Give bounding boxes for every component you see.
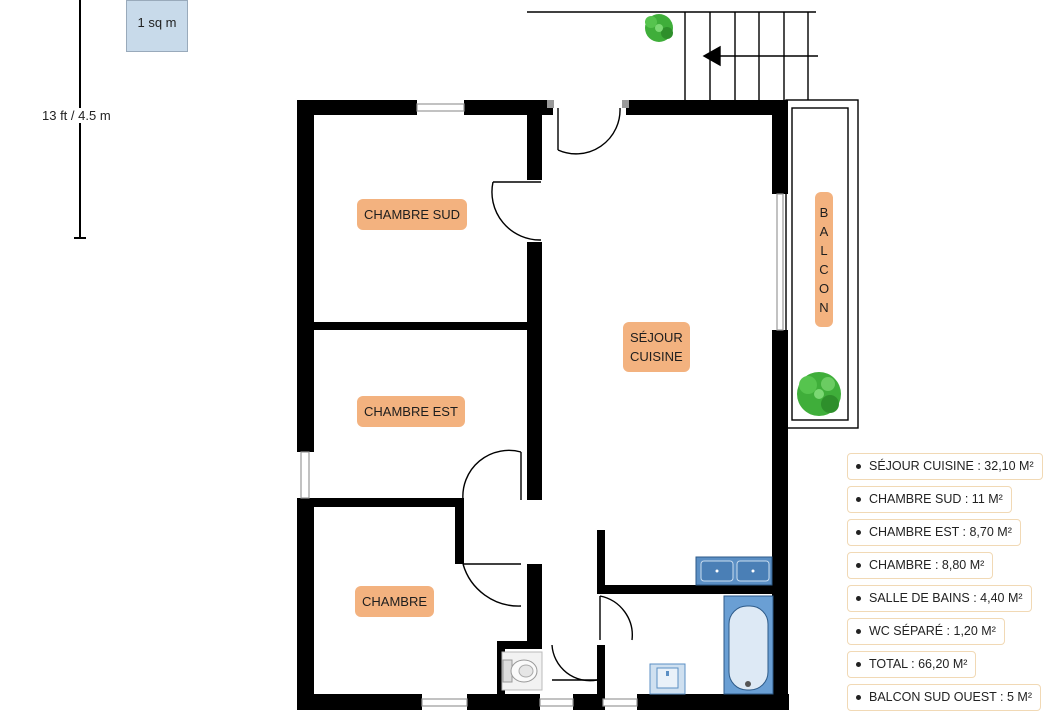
windows — [300, 103, 784, 707]
legend-item: CHAMBRE EST : 8,70 M² — [847, 519, 1021, 546]
bullet-icon — [856, 530, 861, 535]
toilet — [501, 651, 543, 691]
washbasin — [649, 663, 686, 695]
legend-item: CHAMBRE SUD : 11 M² — [847, 486, 1012, 513]
legend-text: SALLE DE BAINS : 4,40 M² — [869, 591, 1023, 605]
balcon-letter: B — [819, 204, 829, 220]
bullet-icon — [856, 695, 861, 700]
balcony-railing — [785, 99, 859, 429]
legend-text: CHAMBRE SUD : 11 M² — [869, 492, 1003, 506]
sejour-line-1: SÉJOUR — [630, 330, 683, 345]
walls — [297, 100, 789, 710]
scale-area-box: 1 sq m — [126, 0, 188, 52]
legend-item: WC SÉPARÉ : 1,20 M² — [847, 618, 1005, 645]
scale-length-label: 13 ft / 4.5 m — [40, 108, 113, 123]
bathroom-vanity — [695, 556, 773, 586]
bullet-icon — [856, 464, 861, 469]
legend-item: SALLE DE BAINS : 4,40 M² — [847, 585, 1032, 612]
bullet-icon — [856, 596, 861, 601]
balcon-letter: O — [818, 280, 830, 296]
room-label-balcon: B A L C O N — [815, 192, 833, 327]
legend-item: BALCON SUD OUEST : 5 M² — [847, 684, 1041, 711]
balcon-letter: N — [819, 299, 829, 315]
legend-item: SÉJOUR CUISINE : 32,10 M² — [847, 453, 1043, 480]
entry-jamb-right — [622, 100, 629, 108]
bullet-icon — [856, 629, 861, 634]
legend-item: CHAMBRE : 8,80 M² — [847, 552, 994, 579]
balcon-letter: A — [819, 223, 829, 239]
legend-item: TOTAL : 66,20 M² — [847, 651, 977, 678]
legend-text: WC SÉPARÉ : 1,20 M² — [869, 624, 996, 638]
bathtub — [723, 595, 774, 695]
legend-text: CHAMBRE : 8,80 M² — [869, 558, 985, 572]
balcon-letter: C — [819, 261, 829, 277]
legend-text: CHAMBRE EST : 8,70 M² — [869, 525, 1012, 539]
doors — [462, 107, 633, 682]
bullet-icon — [856, 497, 861, 502]
legend-text: TOTAL : 66,20 M² — [869, 657, 968, 671]
bullet-icon — [856, 662, 861, 667]
sejour-line-2: CUISINE — [630, 349, 683, 364]
bullet-icon — [856, 563, 861, 568]
legend-text: SÉJOUR CUISINE : 32,10 M² — [869, 459, 1034, 473]
room-label-chambre-sud: CHAMBRE SUD — [357, 199, 468, 230]
entry-jamb-left — [547, 100, 554, 108]
staircase — [527, 11, 818, 100]
room-label-chambre-est: CHAMBRE EST — [357, 396, 465, 427]
room-label-sejour-cuisine: SÉJOUR CUISINE — [623, 322, 690, 372]
plant-icon — [645, 14, 673, 42]
room-label-chambre: CHAMBRE — [355, 586, 435, 617]
plant-icon — [797, 372, 841, 416]
legend-text: BALCON SUD OUEST : 5 M² — [869, 690, 1032, 704]
balcon-letter: L — [820, 242, 828, 258]
